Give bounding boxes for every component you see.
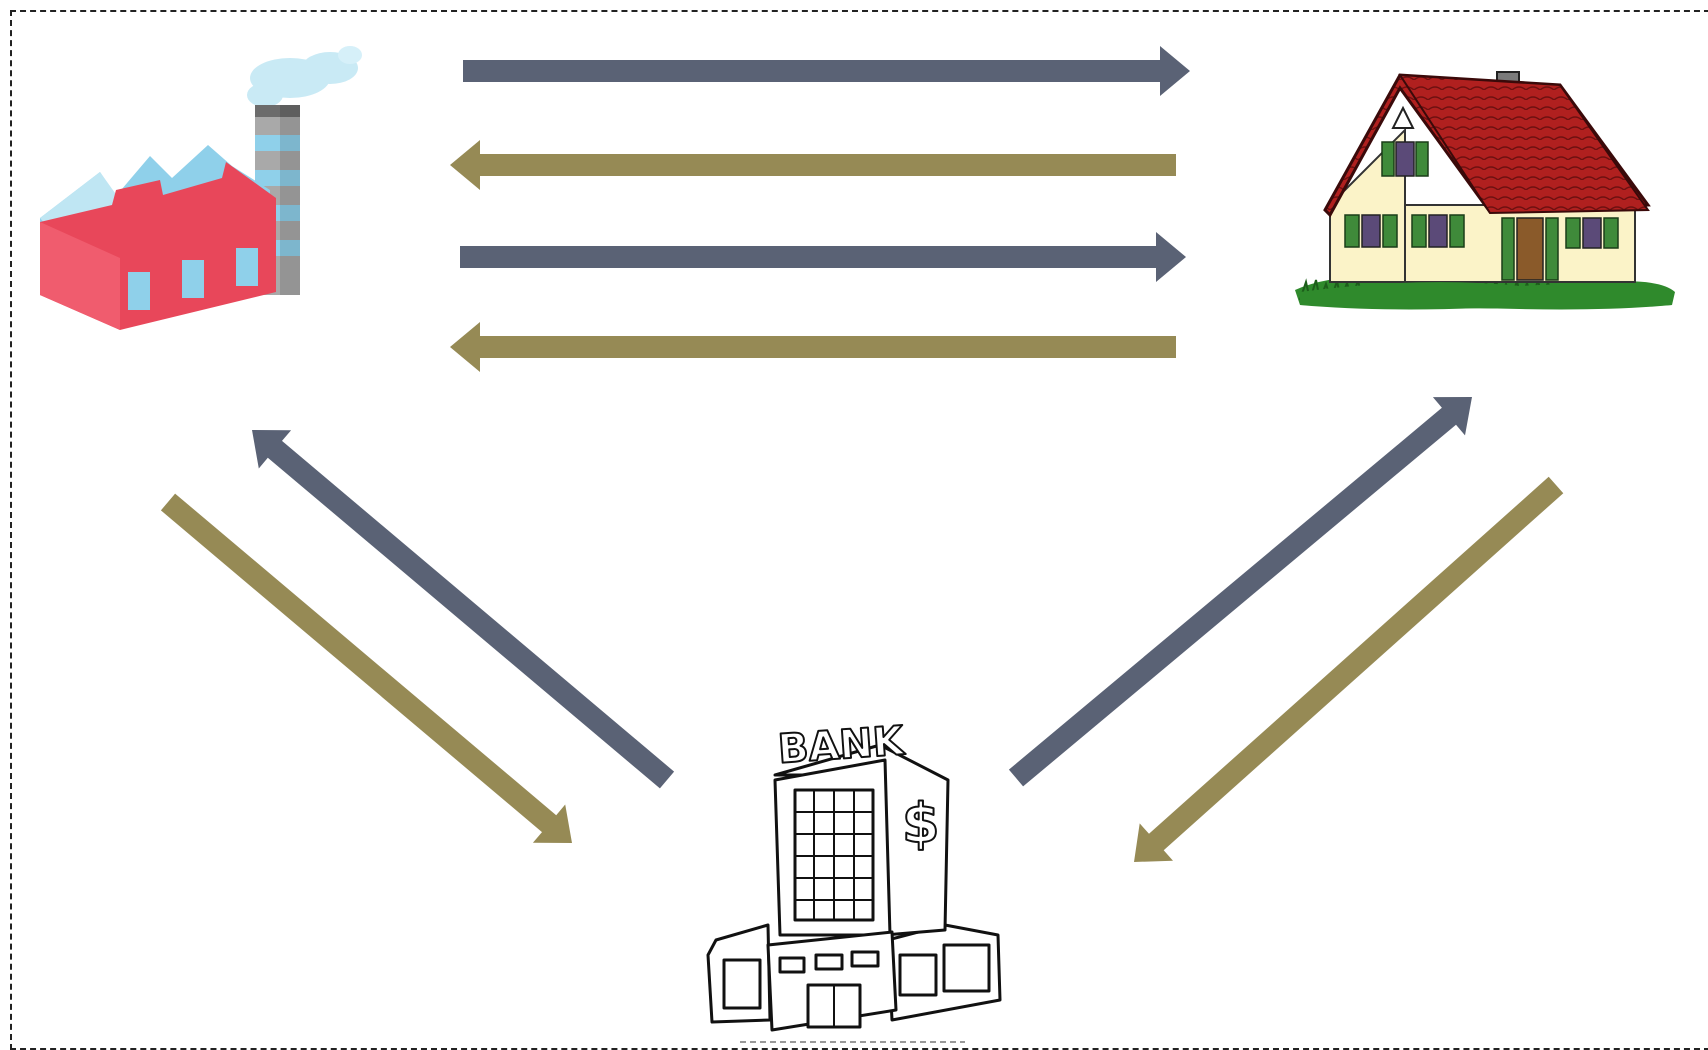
factory-icon [40,46,362,330]
house-icon [1295,72,1675,309]
arrow-household-to-firm-1 [450,140,1176,190]
arrow-firm-to-bank [161,494,572,843]
arrow-firm-to-household-1 [463,46,1190,96]
arrow-bank-to-household [1009,397,1472,786]
arrow-household-to-firm-2 [450,322,1176,372]
bank-dollar-symbol: $ [902,792,940,855]
bank-icon: $ BANK [708,718,1000,1042]
arrow-firm-to-household-2 [460,232,1186,282]
bank-sign-label: BANK [776,718,907,773]
arrow-household-to-bank [1134,477,1563,862]
arrow-bank-to-firm [252,430,674,788]
